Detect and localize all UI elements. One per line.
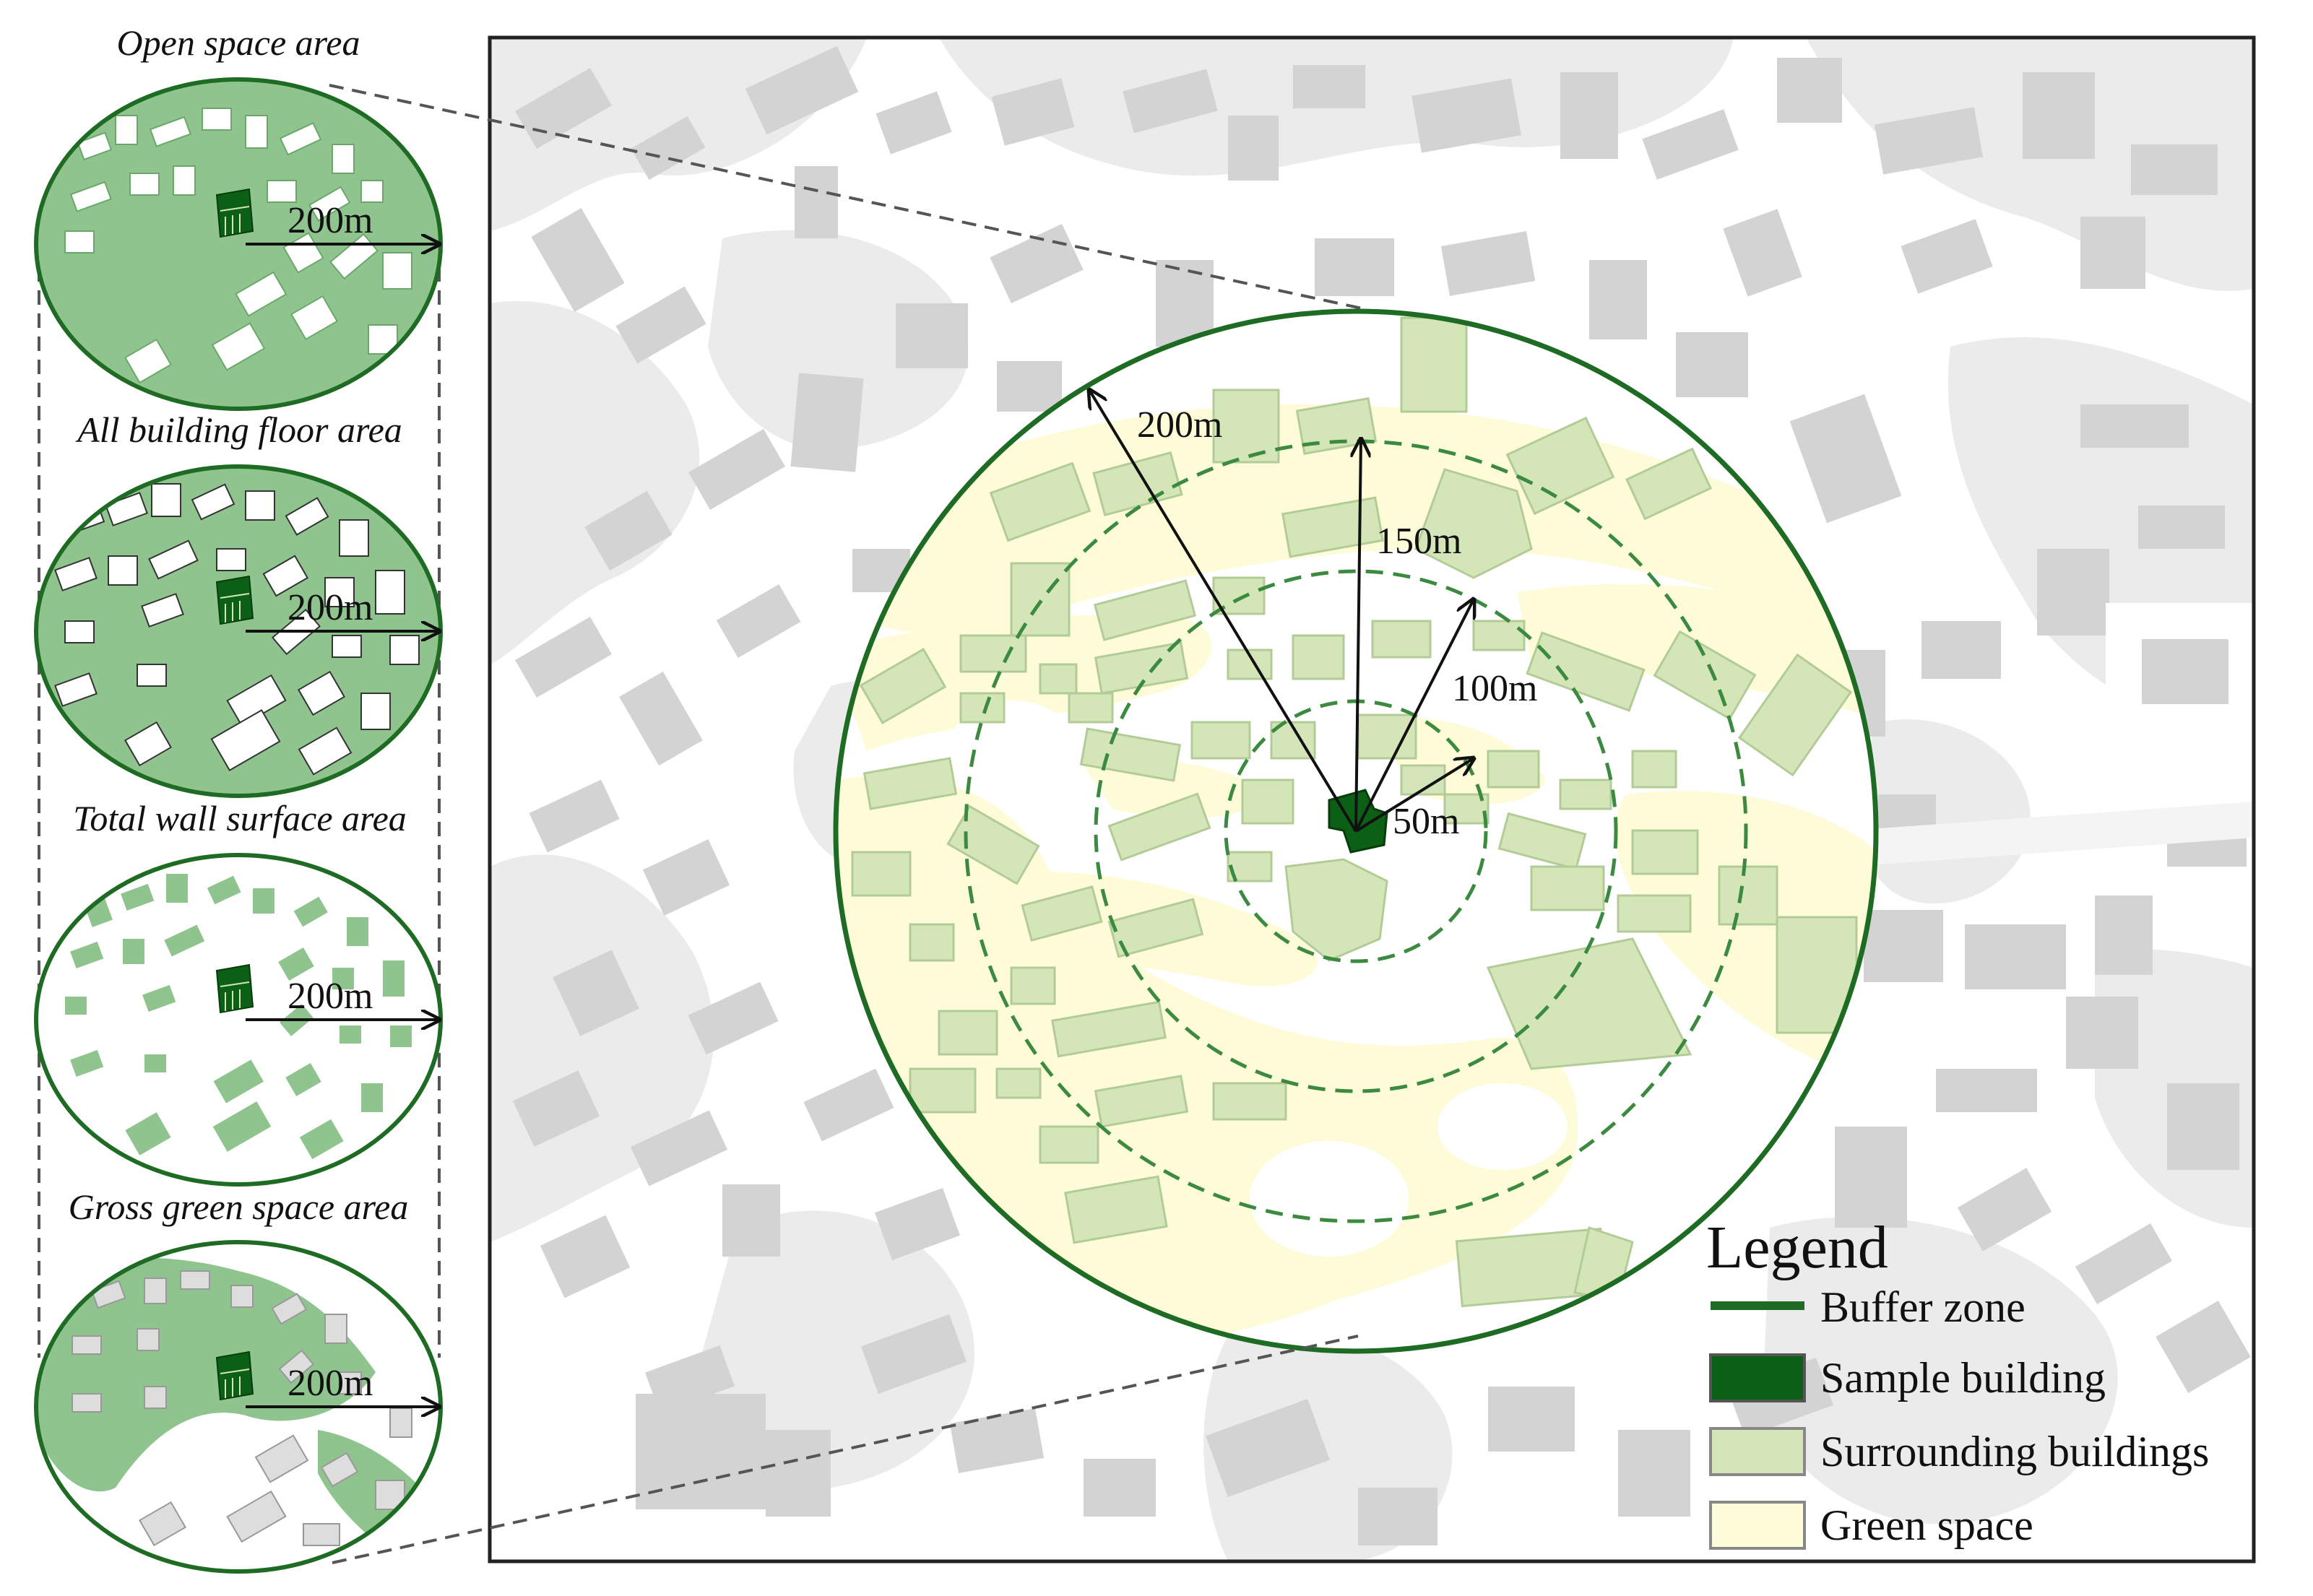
panel-green-space-area: Gross green space area bbox=[34, 1187, 443, 1574]
buffer-zone-area: 200m 150m 100m 50m bbox=[833, 308, 1879, 1354]
sample-building bbox=[1328, 789, 1388, 854]
label-50m: 50m bbox=[1393, 801, 1459, 842]
legend-label-sample-building: Sample building bbox=[1820, 1354, 2106, 1402]
road bbox=[1849, 802, 2254, 867]
legend-title: Legend bbox=[1706, 1214, 1888, 1281]
main-map-frame bbox=[488, 35, 2256, 1564]
panel-distance-wall-surface-area: 200m bbox=[287, 976, 373, 1017]
legend-swatch-surrounding-buildings bbox=[1709, 1427, 1806, 1476]
buffer-ring-200m bbox=[833, 308, 1879, 1354]
arrow-50m bbox=[1354, 758, 1474, 833]
panel-title-open-space: Open space area bbox=[117, 22, 360, 63]
legend: Legend Buffer zone Sample building Surro… bbox=[1706, 1214, 2209, 1550]
label-100m: 100m bbox=[1452, 668, 1537, 709]
legend-label-green-space: Green space bbox=[1820, 1501, 2033, 1549]
legend-label-buffer-zone: Buffer zone bbox=[1820, 1283, 2026, 1331]
label-200m: 200m bbox=[1137, 404, 1222, 446]
zoom-connectors bbox=[38, 84, 1366, 1564]
legend-swatch-sample-building bbox=[1709, 1353, 1806, 1402]
label-150m: 150m bbox=[1376, 521, 1461, 562]
legend-swatch-green-space bbox=[1709, 1501, 1806, 1550]
arrow-200m bbox=[1089, 390, 1357, 833]
panel-title-wall-surface-area: Total wall surface area bbox=[73, 798, 407, 838]
panel-distance-green-space-area: 200m bbox=[287, 1363, 373, 1404]
panel-wall-surface-area: Total wall surface area bbox=[34, 798, 443, 1187]
main-map: 200m 150m 100m 50m Legend Buffer zone Sa… bbox=[490, 38, 2254, 1561]
panel-distance-building-floor-area: 200m bbox=[287, 587, 373, 628]
panel-distance-open-space: 200m bbox=[287, 200, 373, 241]
radius-arrows bbox=[1089, 390, 1474, 833]
legend-label-surrounding-buildings: Surrounding buildings bbox=[1820, 1428, 2209, 1475]
buffer-ring-50m bbox=[1224, 699, 1488, 963]
buffer-ring-100m bbox=[1094, 569, 1618, 1093]
panel-building-floor-area: All building floor area bbox=[34, 409, 443, 798]
arrow-150m bbox=[1356, 439, 1361, 832]
arrow-100m bbox=[1354, 599, 1474, 832]
buffer-ring-150m bbox=[964, 439, 1748, 1223]
surrounding-buildings bbox=[851, 316, 1858, 1308]
panel-title-green-space-area: Gross green space area bbox=[69, 1187, 409, 1227]
panel-title-building-floor-area: All building floor area bbox=[75, 409, 402, 450]
panel-open-space: Open space area bbox=[34, 22, 443, 411]
